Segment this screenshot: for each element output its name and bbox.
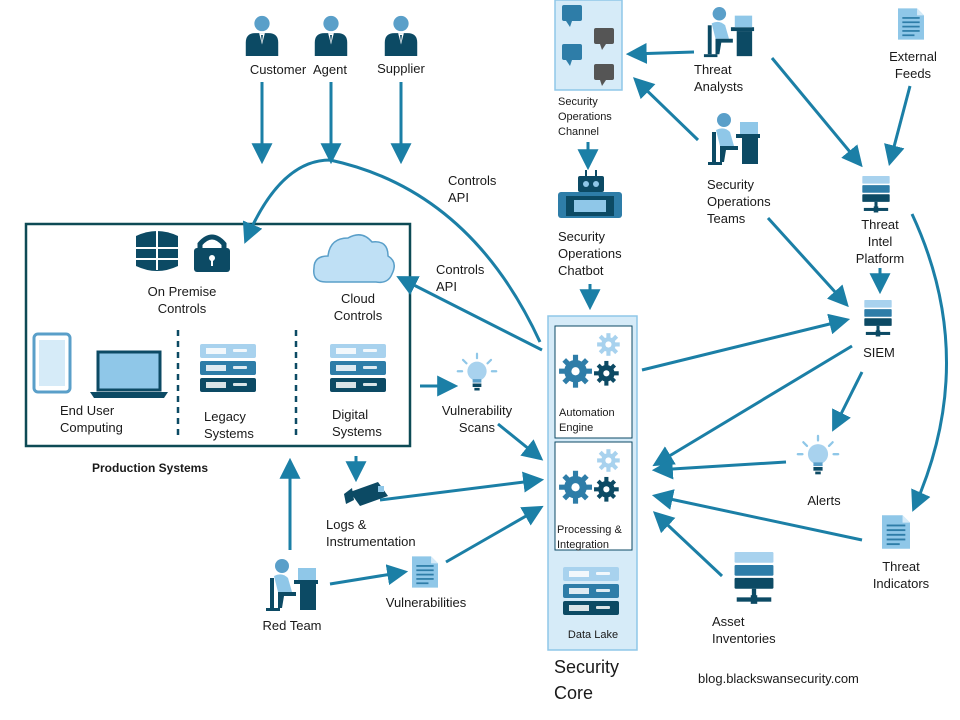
ops-channel-label: Security Operations Channel: [558, 96, 612, 138]
agent-icon: [314, 15, 348, 56]
vulnerabilities-doc-icon: [412, 556, 438, 588]
arrow-core-to-siem: [641, 313, 851, 372]
arrow-redteam-to-vulns: [329, 564, 409, 586]
vuln-scans-label: Vulnerability Scans: [441, 403, 513, 435]
threat-analysts-label: Threat Analysts: [694, 62, 744, 94]
external-feeds-label: External Feeds: [889, 49, 937, 81]
vuln-scans-bulb-icon: [456, 352, 498, 392]
alerts-bulb-icon: [796, 434, 840, 476]
chatbot-label: Security Operations Chatbot: [558, 229, 622, 278]
agent-label: Agent: [313, 62, 347, 77]
data-lake-label: Data Lake: [567, 629, 619, 641]
arrow-feeds-to-intel: [884, 85, 912, 167]
arrow-logs-to-core: [379, 471, 545, 502]
customer-icon: [245, 15, 279, 56]
legacy-label: Legacy Systems: [204, 409, 254, 441]
data-lake-icon: [563, 567, 619, 615]
vulnerabilities-label: Vulnerabilities: [385, 595, 467, 610]
controls-api-mid-label: Controls API: [436, 262, 485, 294]
arrow-inventories-to-core: [652, 511, 724, 578]
connector-arrows: [242, 42, 948, 586]
production-systems-box: [24, 222, 412, 448]
chat-bubbles-icon: [562, 5, 614, 86]
processing-label: Processing & Integration: [557, 524, 622, 551]
external-feeds-icon: [898, 8, 924, 40]
arrow-siem-to-alerts: [832, 371, 864, 432]
arrow-vulns-to-core: [445, 505, 544, 564]
cloud-icon: [313, 234, 395, 284]
asset-inventories-icon: [734, 552, 774, 604]
security-core-title: Security Core: [554, 657, 620, 703]
threat-indicators-icon: [882, 515, 910, 549]
controls-api-top-label: Controls API: [448, 173, 497, 205]
tablet-icon: [32, 332, 72, 394]
legacy-server-icon: [200, 344, 256, 392]
arrow-teams-to-channel: [632, 77, 700, 142]
siem-icon: [864, 300, 892, 337]
chatbot-icon: [558, 170, 622, 218]
sec-ops-teams-icon: [708, 113, 760, 165]
threat-analysts-icon: [703, 6, 755, 58]
siem-label: SIEM: [863, 345, 895, 360]
arrow-alerts-to-core: [651, 458, 787, 480]
arrow-intel-to-indicators: [910, 213, 948, 512]
digital-label: Digital Systems: [332, 407, 382, 439]
arrow-siem-to-core: [652, 344, 853, 467]
digital-server-icon: [330, 344, 386, 392]
camera-icon: [344, 482, 388, 506]
arrow-controls-api-mid: [396, 276, 543, 352]
threat-indicators-label: Threat Indicators: [872, 559, 930, 591]
automation-engine-label: Automation Engine: [559, 407, 615, 434]
production-systems-title: Production Systems: [91, 461, 209, 475]
database-icon: [136, 231, 178, 271]
on-premise-label: On Premise Controls: [147, 284, 217, 316]
arrow-teams-to-siem: [766, 216, 849, 308]
supplier-label: Supplier: [377, 61, 425, 76]
asset-inventories-label: Asset Inventories: [712, 614, 776, 646]
arrow-analysts-to-channel: [625, 42, 695, 64]
arrow-analysts-to-intel: [770, 57, 863, 168]
threat-intel-icon: [862, 176, 890, 213]
cloud-label: Cloud Controls: [333, 291, 383, 323]
logs-label: Logs & Instrumentation: [326, 517, 416, 549]
end-user-label: End User Computing: [60, 403, 123, 435]
laptop-icon: [90, 350, 168, 398]
supplier-icon: [384, 15, 418, 56]
threat-intel-label: Threat Intel Platform: [855, 217, 905, 266]
lock-icon: [194, 234, 230, 272]
arrow-controls-api-top: [242, 158, 542, 343]
alerts-label: Alerts: [807, 493, 841, 508]
red-team-icon: [266, 559, 318, 611]
footer-url: blog.blackswansecurity.com: [698, 671, 859, 686]
customer-label: Customer: [249, 62, 307, 77]
red-team-label: Red Team: [262, 618, 322, 633]
sec-ops-teams-label: Security Operations Teams: [707, 177, 771, 226]
arrow-indicators-to-core: [651, 489, 863, 542]
arrow-scans-to-core: [497, 422, 544, 461]
